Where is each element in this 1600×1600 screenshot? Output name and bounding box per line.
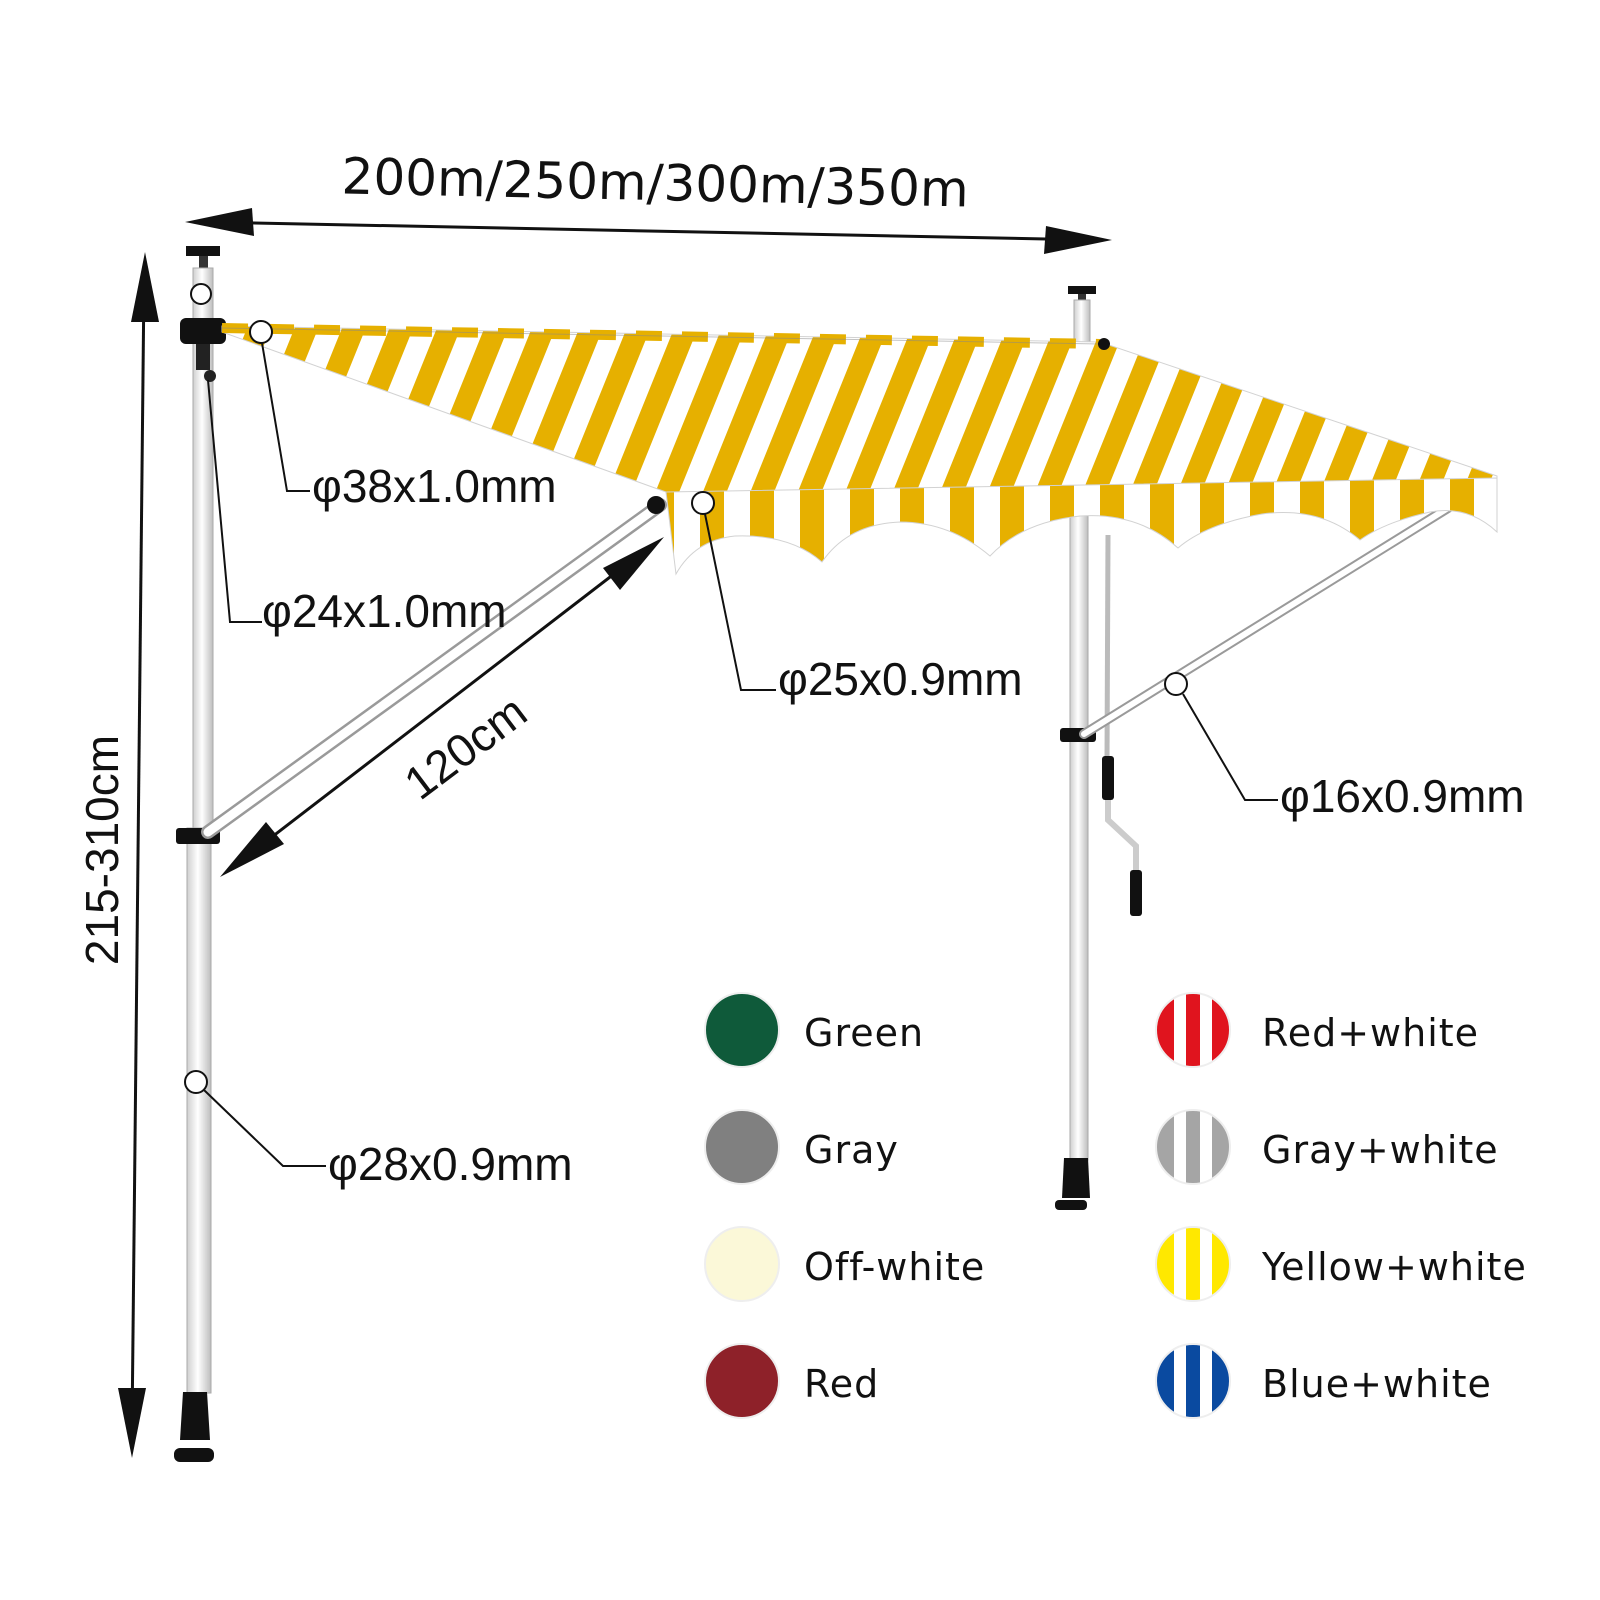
color-option-red-white: Red+white: [1155, 992, 1479, 1068]
callout-roller-tube-label: φ38x1.0mm: [312, 460, 557, 512]
color-label-off-white: Off-white: [804, 1245, 985, 1289]
swatch-off-white: [704, 1226, 780, 1302]
callout-outer-pole-label: φ28x0.9mm: [328, 1138, 573, 1190]
width-dimension: 200m/250m/300m/350m: [185, 147, 1112, 254]
height-arrow-top: [131, 252, 159, 322]
callout-marker-roller: [249, 320, 273, 344]
height-arrow-bottom: [118, 1388, 146, 1458]
swatch-blue-white: [1156, 1344, 1230, 1418]
support-arms: [201, 498, 1453, 839]
swatch-red-white: [1156, 993, 1230, 1067]
color-option-blue-white: Blue+white: [1155, 1343, 1492, 1419]
callout-front-bar-label: φ25x0.9mm: [778, 653, 1023, 705]
projection-label: 120cm: [395, 685, 537, 810]
projection-dimension-line: [241, 552, 641, 862]
color-option-gray-white: Gray+white: [1155, 1109, 1499, 1185]
color-label-yellow-white: Yellow+white: [1261, 1245, 1527, 1289]
color-label-gray-white: Gray+white: [1262, 1128, 1499, 1172]
color-option-yellow-white: Yellow+white: [1155, 1226, 1527, 1302]
color-option-gray: Gray: [704, 1109, 899, 1185]
front-bar-end-cap: [647, 496, 665, 514]
callout-marker-front-bar: [691, 491, 715, 515]
right-pole-upper: [1073, 299, 1091, 346]
right-pole-top-cap: [1068, 286, 1096, 294]
awning-canopy: [221, 323, 1498, 576]
canopy-valance: [665, 477, 1498, 576]
color-label-red: Red: [804, 1362, 879, 1406]
callout-marker-arm: [1164, 672, 1188, 696]
callout-marker-pole: [184, 1070, 208, 1094]
callout-marker-upper-pole: [190, 283, 212, 305]
right-pole-lower: [1069, 509, 1089, 1161]
color-label-gray: Gray: [804, 1128, 899, 1172]
callouts: [184, 283, 1278, 1167]
width-dimension-line: [204, 220, 1096, 242]
width-options-label: 200m/250m/300m/350m: [341, 147, 969, 218]
left-pole: [174, 246, 226, 1462]
projection-arrow-lower: [220, 822, 284, 877]
right-pole-foot: [1062, 1158, 1090, 1198]
color-label-green: Green: [804, 1011, 924, 1055]
width-arrow-right: [1044, 226, 1112, 254]
swatch-red: [704, 1343, 780, 1419]
swatch-gray: [704, 1109, 780, 1185]
color-label-blue-white: Blue+white: [1262, 1362, 1492, 1406]
color-option-off-white: Off-white: [704, 1226, 985, 1302]
width-arrow-left: [185, 208, 254, 236]
color-label-red-white: Red+white: [1262, 1011, 1479, 1055]
left-bracket: [180, 318, 226, 344]
projection-arrow-upper: [603, 537, 664, 590]
height-range-label: 215-310cm: [76, 735, 128, 965]
swatch-green: [704, 992, 780, 1068]
left-pole-lower: [186, 827, 212, 1394]
crank-handle: [1102, 534, 1142, 916]
swatch-yellow-white: [1156, 1227, 1230, 1301]
callout-support-arm-label: φ16x0.9mm: [1280, 770, 1525, 822]
color-option-red: Red: [704, 1343, 879, 1419]
left-pole-top-cap: [186, 246, 220, 256]
left-pole-foot: [180, 1392, 210, 1440]
color-option-green: Green: [704, 992, 924, 1068]
height-dimension: 215-310cm: [76, 252, 159, 1458]
height-dimension-line: [130, 279, 146, 1431]
swatch-gray-white: [1156, 1110, 1230, 1184]
callout-inner-pole-label: φ24x1.0mm: [262, 585, 507, 637]
